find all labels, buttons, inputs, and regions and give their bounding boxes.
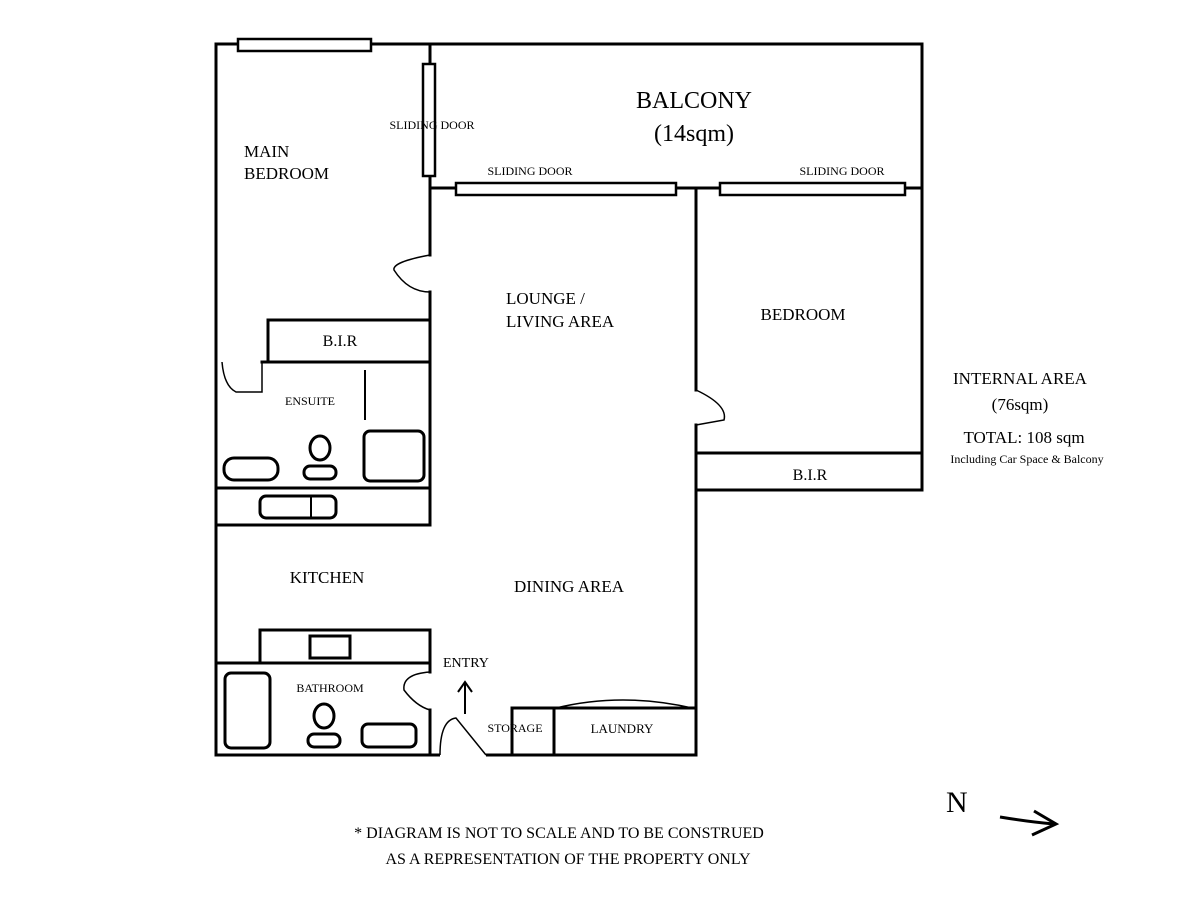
- ensuite-basin: [222, 456, 280, 482]
- outer-wall-west-north: [214, 42, 924, 757]
- label-sliding-door-left: SLIDING DOOR: [390, 118, 475, 132]
- ensuite-toilet-bowl: [308, 434, 332, 462]
- label-balcony-area: (14sqm): [654, 121, 734, 147]
- label-entry: ENTRY: [443, 656, 489, 671]
- bathroom-bath: [223, 671, 272, 750]
- label-dining: DINING AREA: [514, 577, 625, 596]
- door-laundry: [555, 699, 693, 709]
- bathroom-basin: [360, 722, 418, 749]
- ensuite-toilet-cistern: [302, 464, 338, 481]
- label-storage: STORAGE: [487, 721, 542, 735]
- label-main-bedroom-line2: BEDROOM: [244, 164, 329, 183]
- internal-area-value: (76sqm): [992, 395, 1049, 414]
- total-area: TOTAL: 108 sqm: [963, 428, 1084, 447]
- label-lounge-line1: LOUNGE /: [506, 289, 585, 308]
- door-bedroom: [695, 389, 726, 426]
- bathroom-toilet-cistern: [306, 732, 342, 749]
- ensuite-vanity: [258, 494, 338, 520]
- sliding-door-bedroom2-balcony: [718, 181, 907, 197]
- north-label: N: [946, 786, 968, 819]
- label-lounge-line2: LIVING AREA: [506, 312, 615, 331]
- label-laundry: LAUNDRY: [591, 721, 654, 736]
- sliding-door-bedroom-balcony: [421, 62, 437, 178]
- label-sliding-door-mid: SLIDING DOOR: [488, 164, 573, 178]
- door-bathroom: [403, 671, 431, 711]
- room-labels: BALCONY (14sqm) MAIN BEDROOM SLIDING DOO…: [244, 88, 885, 736]
- label-bir-main: B.I.R: [323, 333, 358, 350]
- label-main-bedroom-line1: MAIN: [244, 142, 289, 161]
- window-main-bedroom: [236, 37, 373, 53]
- sliding-door-lounge-balcony: [454, 181, 678, 197]
- disclaimer-line1: * DIAGRAM IS NOT TO SCALE AND TO BE CONS…: [354, 825, 764, 842]
- door-ensuite: [221, 361, 263, 393]
- fixtures: [222, 429, 426, 750]
- label-bathroom: BATHROOM: [296, 681, 364, 695]
- door-main-bedroom: [393, 254, 431, 293]
- door-entry: [439, 717, 487, 756]
- entry-arrow-icon: [457, 680, 473, 714]
- bathroom-toilet-bowl: [312, 702, 336, 730]
- internal-area-label: INTERNAL AREA: [953, 369, 1088, 388]
- label-sliding-door-right: SLIDING DOOR: [800, 164, 885, 178]
- total-area-note: Including Car Space & Balcony: [950, 452, 1103, 466]
- disclaimer-line2: AS A REPRESENTATION OF THE PROPERTY ONLY: [385, 851, 751, 868]
- label-kitchen: KITCHEN: [290, 568, 365, 587]
- north-arrow-icon: [999, 809, 1060, 837]
- doors: [221, 254, 726, 756]
- label-ensuite: ENSUITE: [285, 394, 335, 408]
- label-bedroom: BEDROOM: [760, 305, 845, 324]
- area-summary: INTERNAL AREA (76sqm) TOTAL: 108 sqm Inc…: [950, 369, 1103, 466]
- windows: [236, 37, 907, 197]
- ensuite-shower: [362, 429, 426, 483]
- kitchen-sink: [308, 634, 352, 660]
- walls: [214, 42, 924, 757]
- disclaimer: * DIAGRAM IS NOT TO SCALE AND TO BE CONS…: [354, 825, 764, 868]
- label-balcony: BALCONY: [636, 88, 752, 114]
- label-bir-bedroom: B.I.R: [793, 467, 828, 484]
